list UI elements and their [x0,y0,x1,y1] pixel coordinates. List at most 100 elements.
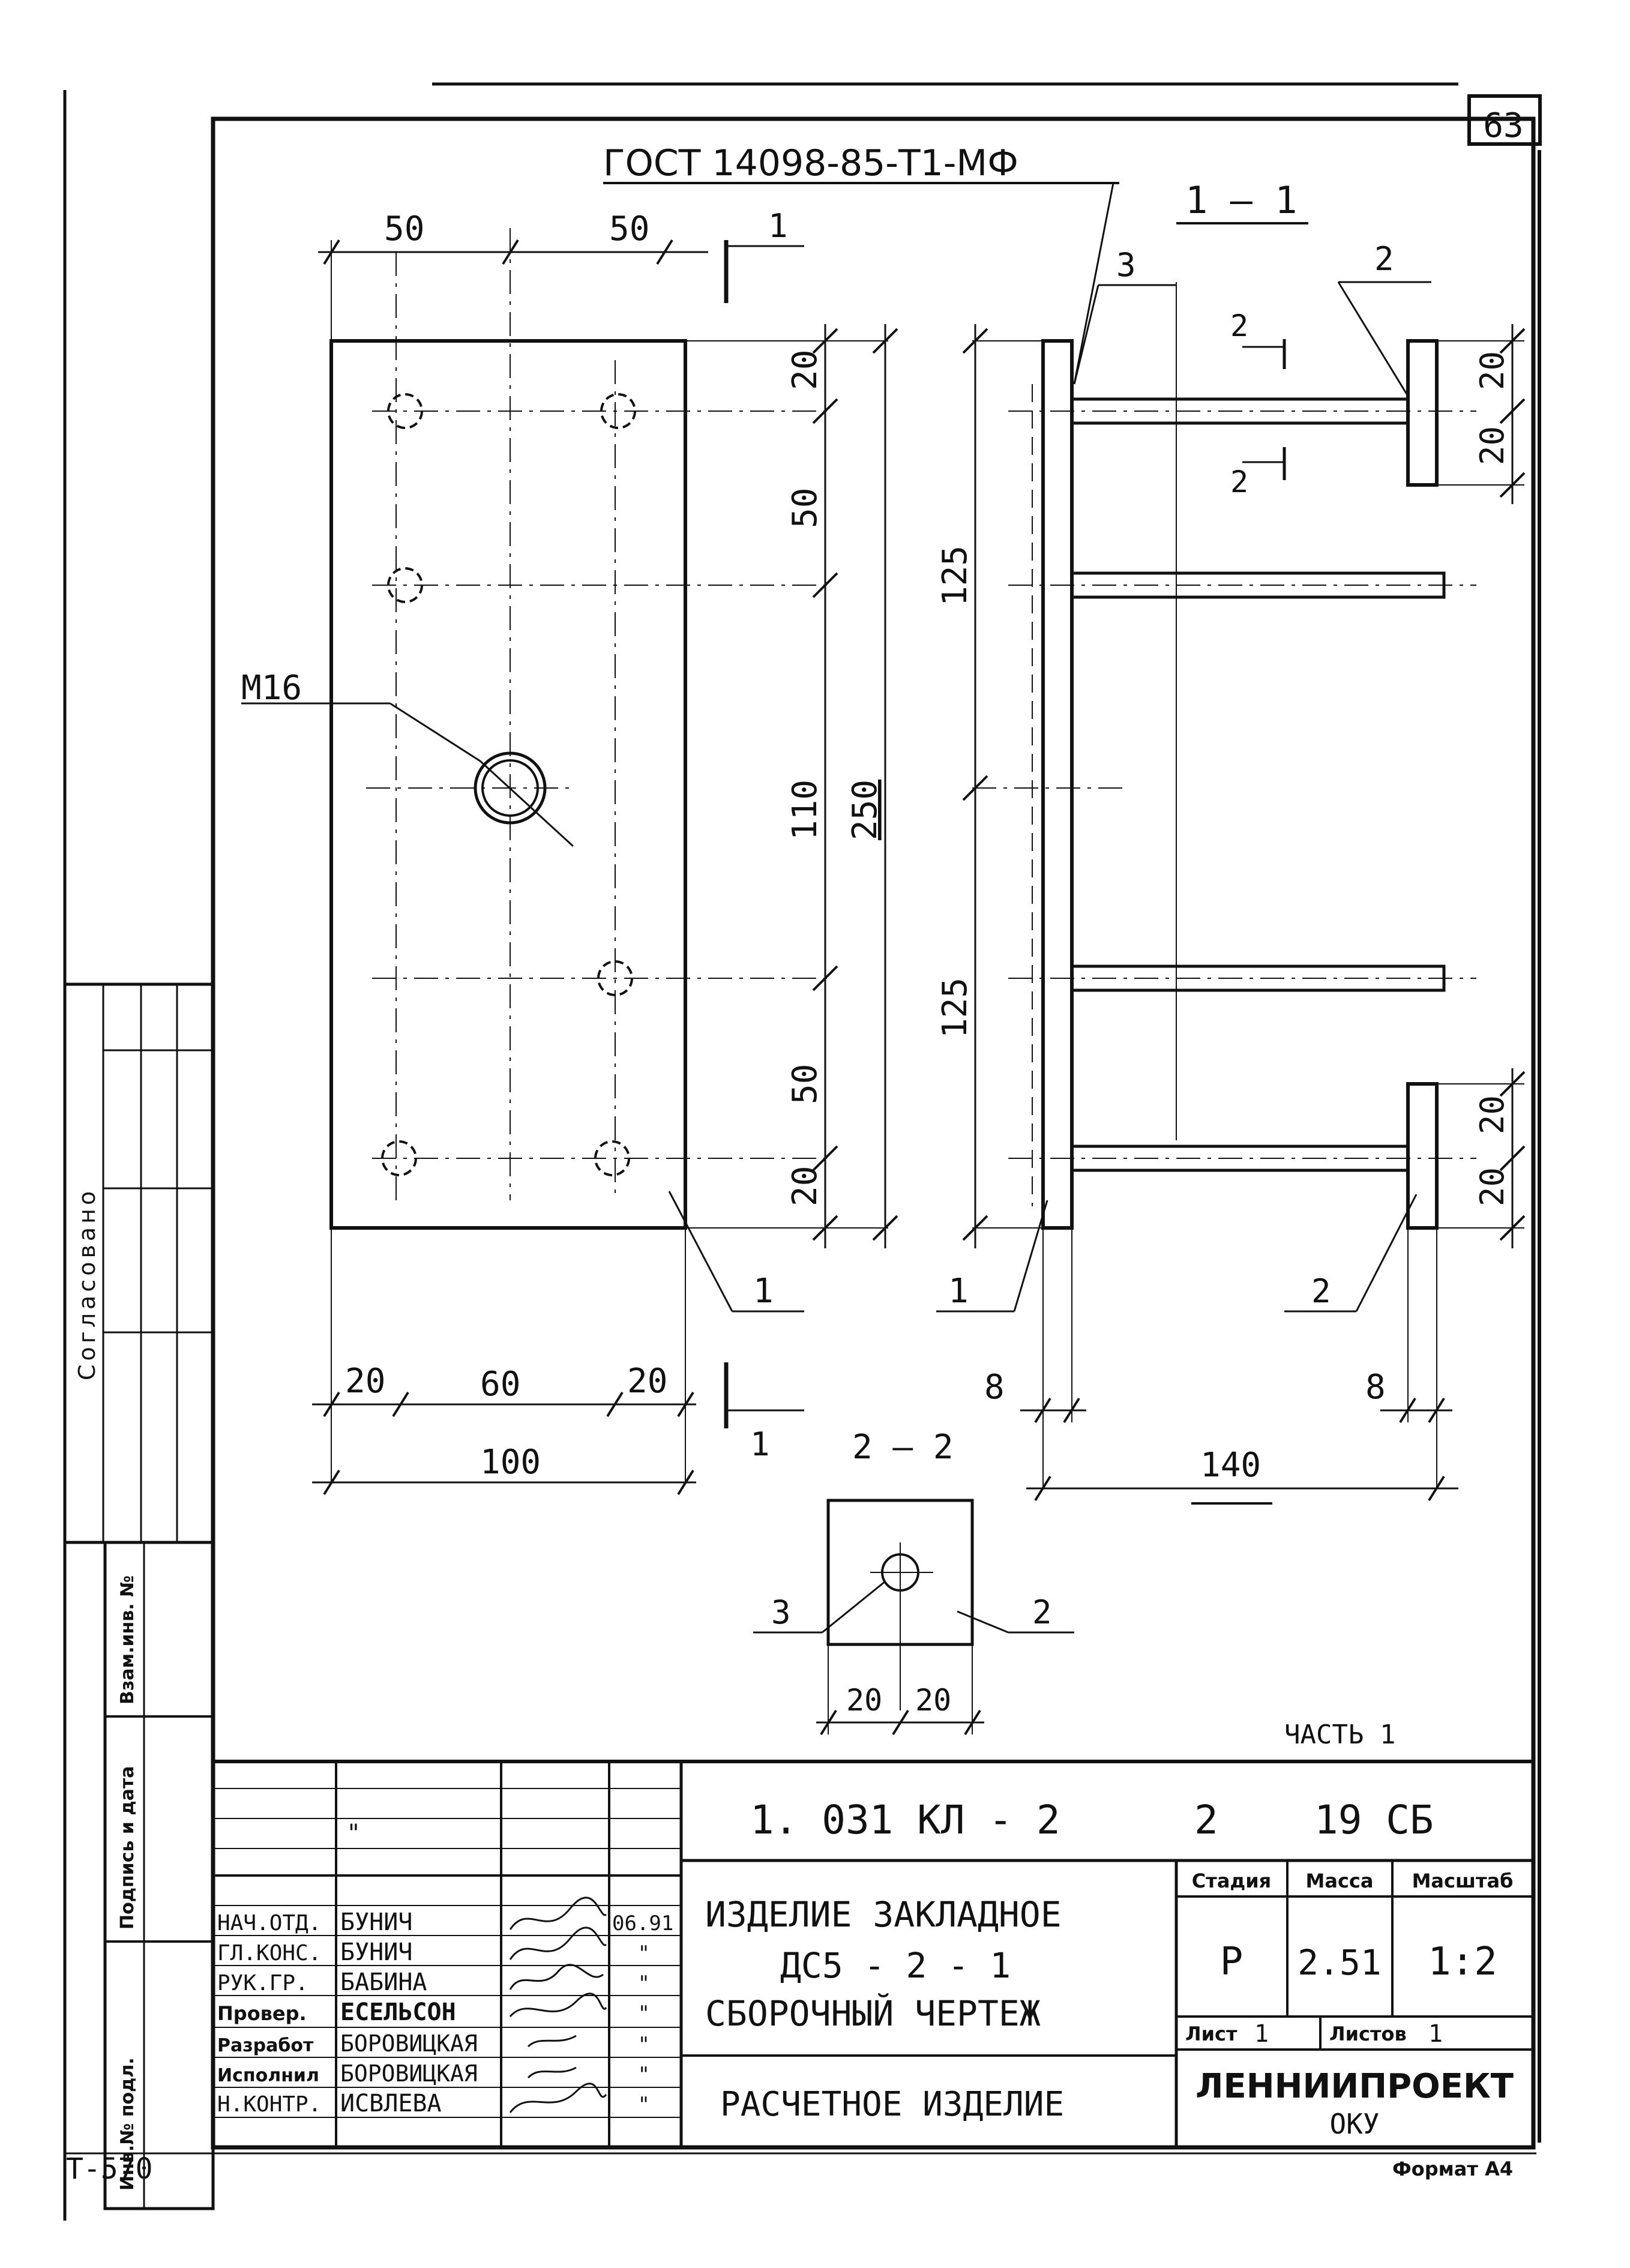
sheet-number-box [1467,94,1542,146]
cut-2-label-bottom: 2 [1230,465,1248,499]
dim-125-bottom: 125 [936,978,975,1038]
pos-1-plan: 1 [753,1272,774,1311]
title-line2: ДС5 - 2 - 1 [780,1945,1011,1986]
dim-tick [812,1215,838,1241]
staff-row: РУК.ГР. БАБИНА " [217,1964,649,1996]
dim-tick [1399,1397,1416,1424]
staff-name: БОРОВИЦКАЯ [340,2060,478,2087]
staff-role: Разработ [217,2035,314,2056]
ditto-mark: " [639,2033,649,2057]
staff-row: Провер. ЕСЕЛЬСОН " [217,1993,649,2026]
dim-bottom-right: 20 [627,1362,667,1401]
anchor-hole [387,393,423,429]
mass-value: 2.51 [1298,1942,1382,1983]
dim-tick [1499,1071,1526,1097]
cut-label-top: 1 [768,207,788,245]
side-block: Согласовано Взам.инв. № Подпись и дата И… [63,982,215,2210]
dim-tick [677,1391,694,1418]
anchor-hole [387,567,423,603]
ditto-mark: " [348,1820,359,1847]
pos-1-section-leader [1013,1200,1048,1312]
dim-right-50-top: 50 [786,488,825,528]
designation-sheet: 19 СБ [1314,1797,1434,1843]
scale-header: Масштаб [1412,1869,1514,1892]
dim-rib-top-upper: 20 [1473,351,1511,390]
signature [509,1964,604,1990]
dim-rib-bottom-lower: 20 [1473,1167,1511,1206]
staff-row: Н.КОНТР. ИСВЛЕВА " [217,2083,649,2117]
ditto-mark: " [639,2002,649,2026]
soglasovano-label: Согласовано [74,1188,100,1380]
podpis-data-label: Подпись и дата [117,1766,138,1930]
staff-name: ЕСЕЛЬСОН [340,1999,456,2026]
embedded-plate-plan [329,339,687,1230]
sheet-value: 1 [1254,2020,1269,2048]
pos-2-top-leader [1337,281,1409,397]
dim-tick [502,239,519,265]
stage-header: Стадия [1192,1869,1271,1892]
cut-2-label-top: 2 [1230,308,1248,343]
dim-right-50-bottom: 50 [786,1064,825,1104]
dim-tick [1499,1145,1526,1172]
staff-name: БУНИЧ [340,1939,412,1966]
dim-tick [1428,1475,1445,1502]
sheets-label: Листов [1329,2023,1407,2045]
staff-row: Исполнил БОРОВИЦКАЯ " [217,2060,649,2087]
section-2-2: 2 — 2 20 20 3 2 [753,1428,1074,1736]
pos-2-bottom-leader [1355,1194,1418,1312]
signature [509,1897,607,1930]
dim-plate-thickness: 8 [984,1368,1005,1407]
hole-diameter-line [479,760,574,847]
stage-value: Р [1220,1940,1244,1984]
dim-right-20-top: 20 [786,350,825,390]
subtitle: РАСЧЕТНОЕ ИЗДЕЛИЕ [720,2085,1064,2124]
department: ОКУ [1329,2108,1379,2140]
dim-total-length: 140 [1200,1446,1261,1485]
part-label: ЧАСТЬ 1 [1284,1719,1395,1750]
dim-tick [323,1469,340,1496]
anchor-hole [600,393,636,429]
section-title: 1 — 1 [1185,178,1298,222]
dim-tick [1034,1475,1051,1502]
staff-role: РУК.ГР. [217,1971,308,1996]
dim-tick [323,1391,340,1418]
corner-code: Т-570 [66,2152,153,2186]
staff-name: БАБИНА [340,1969,427,1996]
small-section-title: 2 — 2 [852,1428,954,1467]
thread-leader [389,702,481,762]
staff-row: Разработ БОРОВИЦКАЯ " [217,2030,649,2057]
staff-name: БУНИЧ [340,1909,412,1936]
dim-tick [1428,1397,1445,1424]
dim-tick [1499,1215,1526,1241]
dim-tick [812,398,838,424]
ditto-mark: " [639,1942,649,1966]
staff-name: БОРОВИЦКАЯ [340,2030,478,2057]
title-block: " НАЧ.ОТД. БУНИЧ 06.91 ГЛ.КОНС. БУНИЧ " … [211,1760,1535,2149]
rib-plate-top [1406,339,1439,487]
dim-tick [812,1145,838,1172]
dim-right-20-bottom: 20 [786,1166,825,1206]
signature [509,2083,607,2113]
section-1-1: 1 — 1 125 125 20 20 [936,178,1526,1505]
staff-role: ГЛ.КОНС. [217,1941,321,1966]
plan-view: М16 1 1 50 50 20 60 20 100 [241,207,898,1496]
threaded-hole-outer [474,751,547,825]
dim-tick [872,328,898,354]
signature [527,2066,577,2079]
cut-label-bottom: 1 [750,1425,770,1463]
vzam-inv-label: Взам.инв. № [117,1575,138,1704]
inv-podl-label: Инв.№ подл. [117,2057,138,2191]
sheet-label: Лист [1185,2023,1238,2045]
anchor-hole [594,1140,630,1176]
gost-leader [1073,182,1114,385]
dim-tick [962,328,988,354]
pos-2-top: 2 [1374,240,1394,278]
sheets-value: 1 [1428,2020,1443,2048]
signature [509,1993,607,2017]
dim-right-110: 110 [786,780,825,840]
gost-reference: ГОСТ 14098-85-Т1-МФ [603,142,1018,184]
dim-tick [606,1391,624,1418]
scale-value: 1:2 [1428,1940,1497,1984]
dim-top-right: 50 [609,209,649,248]
